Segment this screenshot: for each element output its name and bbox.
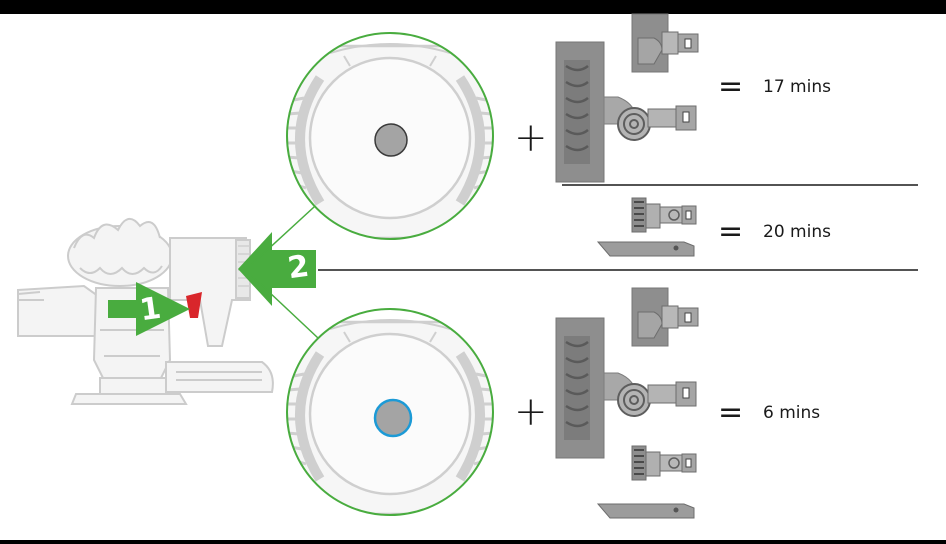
zoom-circle-bottom bbox=[286, 308, 494, 516]
equals-sign-20: = bbox=[718, 214, 744, 249]
power-button-normal bbox=[374, 123, 408, 157]
step-1-arrow bbox=[108, 282, 190, 336]
connector-line-top bbox=[251, 195, 327, 265]
runtime-17-mins: 17 mins bbox=[763, 77, 831, 97]
connector-line-bottom bbox=[251, 275, 319, 339]
zoom-circle-top bbox=[286, 32, 494, 240]
equals-sign-17: = bbox=[718, 69, 744, 104]
step-2-arrow bbox=[238, 232, 316, 306]
runtime-20-mins: 20 mins bbox=[763, 222, 831, 242]
equals-sign-6: = bbox=[718, 395, 744, 430]
power-button-max bbox=[373, 398, 413, 438]
trigger-red bbox=[186, 292, 202, 318]
plus-sign-top: + bbox=[514, 115, 548, 161]
plus-sign-bottom: + bbox=[514, 389, 548, 435]
runtime-6-mins: 6 mins bbox=[763, 403, 821, 423]
